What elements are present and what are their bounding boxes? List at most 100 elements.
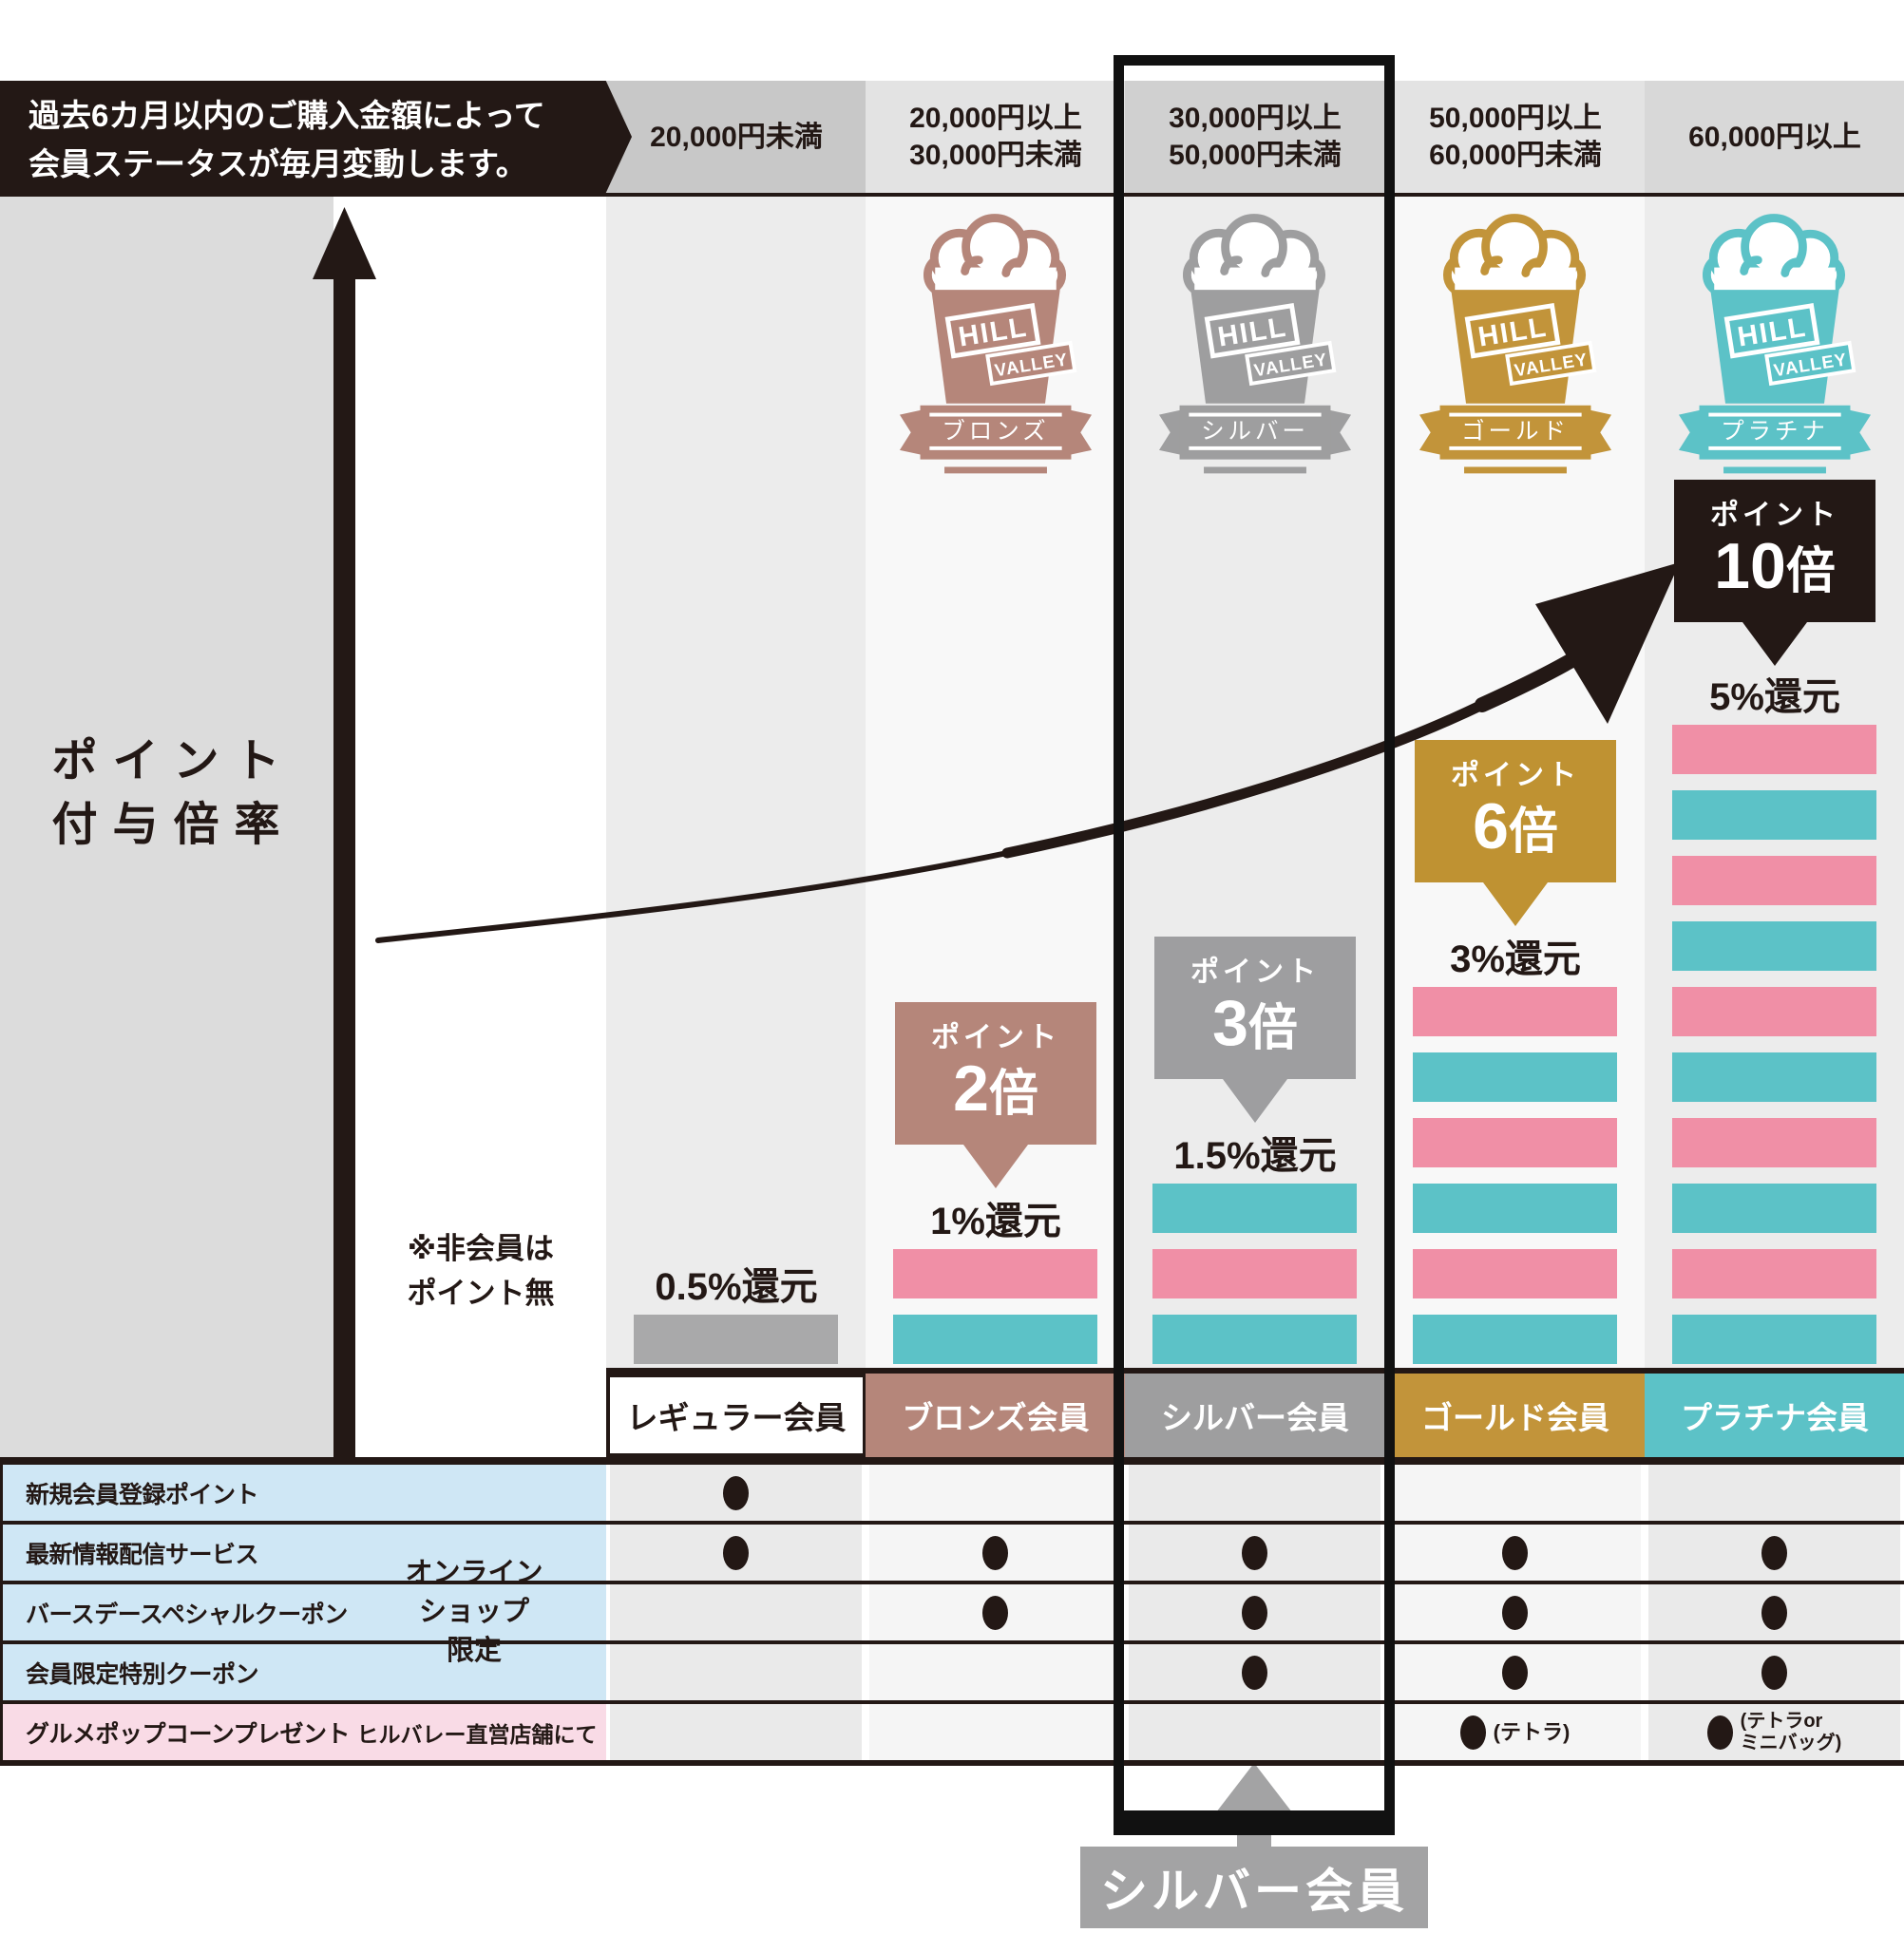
- benefit-cell-silver-4: [1129, 1704, 1380, 1760]
- rate-bar-platinum-10: [1672, 1315, 1876, 1364]
- point-badge-bronze: ポイント 2倍: [866, 1002, 1126, 1188]
- popcorn-bucket-icon: HILL VALLEY プラチナ: [1678, 214, 1872, 474]
- online-shop-note-line1: オンライン: [405, 1557, 543, 1588]
- axis-label-line1: ポイント: [51, 736, 295, 786]
- benefit-dot: [982, 1535, 1008, 1570]
- benefit-cell-regular-2: [610, 1584, 862, 1640]
- rate-bar-silver-2: [1152, 1249, 1357, 1298]
- member-label-silver: シルバー会員: [1125, 1374, 1385, 1457]
- benefit-dot: [1459, 1715, 1486, 1750]
- member-label-gold: ゴールド会員: [1385, 1374, 1646, 1457]
- benefit-cell-gold-1: [1389, 1525, 1641, 1581]
- range-line: 20,000円未満: [650, 121, 823, 153]
- benefit-cell-silver-2: [1129, 1584, 1380, 1640]
- benefit-row-label-band-3: 会員限定特別クーポン: [0, 1644, 606, 1700]
- store-note: ヒルバレー直営店舗にて: [356, 1721, 598, 1747]
- rate-bar-regular-1: [634, 1315, 838, 1364]
- benefit-label: バースデースペシャルクーポン: [26, 1601, 348, 1628]
- footer-bottom-border: [0, 1457, 1904, 1465]
- benefit-dot: [1761, 1595, 1787, 1630]
- nonmember-note: ※非会員は ポイント無: [355, 1227, 606, 1316]
- rate-bar-silver-1: [1152, 1184, 1357, 1233]
- rate-bar-platinum-1: [1672, 725, 1876, 774]
- benefit-label: 新規会員登録ポイント: [26, 1481, 259, 1508]
- benefit-row-separator-2: [0, 1640, 1904, 1644]
- benefit-row-separator-1: [0, 1581, 1904, 1584]
- benefit-dot: [1761, 1655, 1787, 1690]
- point-badge-pointer: [1742, 622, 1807, 666]
- note-line-1: 過去6カ月以内のご購入金額によって: [29, 98, 545, 133]
- benefit-row-label-band-1: 最新情報配信サービス: [0, 1525, 606, 1581]
- svg-text:シルバー: シルバー: [1201, 419, 1309, 445]
- point-badge-word: ポイント: [1190, 957, 1320, 988]
- online-shop-note-line2: ショップ: [418, 1596, 529, 1627]
- rate-bar-platinum-9: [1672, 1249, 1876, 1298]
- member-label-bronze: ブロンズ会員: [866, 1374, 1126, 1457]
- point-badge-word: ポイント: [1710, 500, 1839, 531]
- point-badge-multiplier: 10倍: [1714, 530, 1836, 602]
- benefit-row-separator-4: [0, 1760, 1904, 1766]
- rate-bar-gold-3: [1413, 1118, 1617, 1167]
- svg-text:ブロンズ: ブロンズ: [942, 418, 1049, 445]
- benefit-dot: [1242, 1595, 1267, 1630]
- benefit-row-separator-3: [0, 1700, 1904, 1704]
- axis-label: ポイント 付与倍率: [0, 730, 333, 857]
- benefit-dot: [1242, 1655, 1267, 1690]
- note-line-2: 会員ステータスが毎月変動します。: [29, 146, 527, 182]
- benefit-dot: [1502, 1655, 1528, 1690]
- point-badge-box: ポイント 10倍: [1674, 480, 1875, 622]
- benefit-cell-platinum-1: [1648, 1525, 1900, 1581]
- benefit-row-label-band-0: 新規会員登録ポイント: [0, 1465, 606, 1521]
- tier-range-header-regular: 20,000円未満: [606, 81, 866, 193]
- popcorn-bucket-icon: HILL VALLEY シルバー: [1158, 214, 1352, 474]
- popcorn-bucket-icon: HILL VALLEY ゴールド: [1418, 214, 1612, 474]
- rate-bar-platinum-8: [1672, 1184, 1876, 1233]
- benefit-cell-bronze-3: [869, 1644, 1121, 1700]
- point-badge-silver: ポイント 3倍: [1125, 937, 1385, 1123]
- tier-emblem-platinum: HILL VALLEY プラチナ: [1645, 209, 1904, 481]
- benefit-dot: [723, 1535, 749, 1570]
- tier-emblem-silver: HILL VALLEY シルバー: [1125, 209, 1385, 481]
- rate-bar-platinum-6: [1672, 1052, 1876, 1102]
- benefit-row-separator-0: [0, 1521, 1904, 1525]
- silver-pointer-shaft: [1237, 1809, 1271, 1850]
- rate-bar-gold-5: [1413, 1249, 1617, 1298]
- rate-label-bronze: 1%還元: [930, 1201, 1061, 1242]
- range-line: 20,000円以上: [909, 103, 1082, 134]
- benefit-dot: [1242, 1535, 1267, 1570]
- axis-arrow-shaft: [333, 275, 355, 1461]
- benefit-cell-gold-0: [1389, 1465, 1641, 1521]
- point-badge-multiplier: 3倍: [1212, 987, 1298, 1059]
- point-badge-gold: ポイント 6倍: [1385, 740, 1646, 926]
- popcorn-bucket-icon: HILL VALLEY ブロンズ: [899, 214, 1093, 474]
- range-line: 60,000円以上: [1688, 121, 1861, 153]
- tier-range-header-bronze: 20,000円以上 30,000円未満: [866, 81, 1126, 193]
- benefit-dot: [723, 1475, 749, 1510]
- nonmember-note-line2: ポイント無: [407, 1276, 555, 1310]
- point-badge-pointer: [963, 1145, 1028, 1188]
- range-line: 30,000円未満: [909, 140, 1082, 171]
- benefit-dot: [982, 1595, 1008, 1630]
- rate-bar-platinum-5: [1672, 987, 1876, 1036]
- range-line: 50,000円未満: [1169, 140, 1342, 171]
- benefit-dot: [1706, 1715, 1733, 1750]
- point-badge-word: ポイント: [1451, 760, 1580, 791]
- benefit-cell-regular-3: [610, 1644, 862, 1700]
- point-badge-platinum: ポイント 10倍: [1645, 480, 1904, 666]
- silver-pointer-head: [1216, 1763, 1292, 1812]
- rate-bar-gold-1: [1413, 987, 1617, 1036]
- point-badge-word: ポイント: [931, 1022, 1060, 1053]
- rate-bar-gold-4: [1413, 1184, 1617, 1233]
- benefit-cell-bronze-4: [869, 1704, 1121, 1760]
- benefit-cell-platinum-3: [1648, 1644, 1900, 1700]
- benefit-cell-regular-1: [610, 1525, 862, 1581]
- benefit-label: 最新情報配信サービス: [26, 1541, 259, 1568]
- rate-bar-bronze-1: [893, 1249, 1097, 1298]
- point-badge-box: ポイント 6倍: [1415, 740, 1616, 882]
- benefit-cell-platinum-2: [1648, 1584, 1900, 1640]
- benefit-cell-regular-4: [610, 1704, 862, 1760]
